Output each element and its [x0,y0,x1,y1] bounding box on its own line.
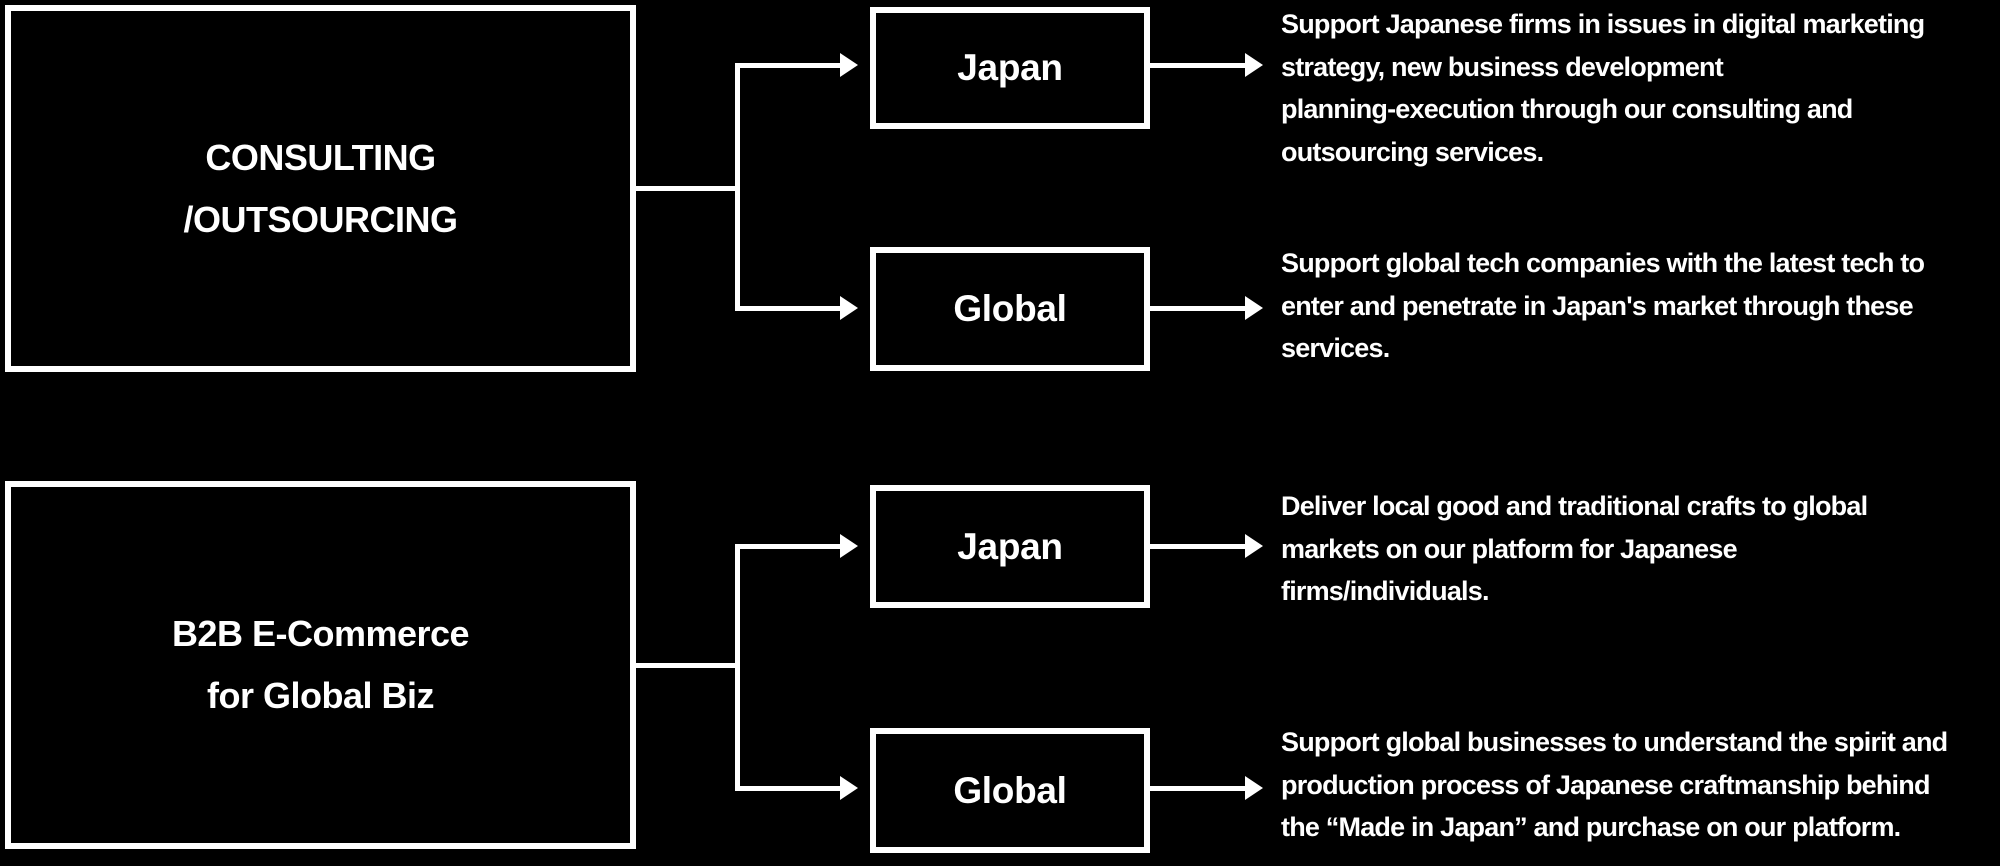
description-line: Support Japanese firms in issues in digi… [1281,9,1925,39]
connector-line [1150,62,1245,68]
description-line: strategy, new business development [1281,51,1724,82]
description-line: services. [1281,333,1390,363]
branch-label: Japan [957,47,1063,88]
description-line: Support global businesses to understand … [1281,727,1948,757]
connector-line [1150,785,1245,791]
description-line: firms/individuals. [1281,576,1489,606]
description-consulting-global: Support global tech companies with the l… [1281,242,1996,370]
arrow-right-icon [840,53,858,77]
connector-line [636,185,737,191]
connector-line [1150,543,1245,549]
branch-box-japan: Japan [870,485,1150,608]
description-line: the “Made in Japan” and purchase on our … [1281,812,1901,842]
arrow-right-icon [1245,534,1263,558]
description-line: Support global tech companies with the l… [1281,248,1925,278]
source-title-line: /OUTSOURCING [183,198,458,240]
description-b2b-japan: Deliver local good and traditional craft… [1281,485,1996,613]
connector-line [636,662,737,668]
branch-label: Japan [957,525,1063,567]
description-consulting-japan: Support Japanese firms in issues in digi… [1281,3,1996,173]
description-b2b-global: Support global businesses to understand … [1281,721,1996,849]
branch-box-global: Global [870,728,1150,853]
branch-label: Global [953,769,1067,811]
connector-line [734,62,740,311]
arrow-right-icon [1245,776,1263,800]
arrow-right-icon [840,534,858,558]
description-line: production process of Japanese craftmans… [1281,769,1930,800]
connector-line [737,785,841,791]
description-line: Deliver local good and traditional craft… [1281,491,1868,521]
source-title-line: CONSULTING [205,136,436,178]
arrow-right-icon [1245,296,1263,320]
branch-box-global: Global [870,247,1150,371]
branch-box-japan: Japan [870,7,1150,129]
arrow-right-icon [840,776,858,800]
connector-line [1150,305,1245,311]
source-box-b2b-ecommerce: B2B E-Commerce for Global Biz [5,481,636,849]
connector-line [737,305,841,311]
connector-line [734,543,740,791]
source-title-line: B2B E-Commerce [171,613,470,654]
branch-label: Global [953,288,1067,329]
source-box-consulting-outsourcing: CONSULTING /OUTSOURCING [5,5,636,372]
description-line: outsourcing services. [1281,136,1544,167]
connector-line [737,62,841,68]
arrow-right-icon [1245,53,1263,77]
description-line: markets on our platform for Japanese [1281,533,1738,564]
description-line: planning-execution through our consultin… [1281,94,1853,124]
source-title-line: for Global Biz [207,675,435,716]
connector-line [737,543,841,549]
arrow-right-icon [840,296,858,320]
description-line: enter and penetrate in Japan's market th… [1281,290,1914,321]
